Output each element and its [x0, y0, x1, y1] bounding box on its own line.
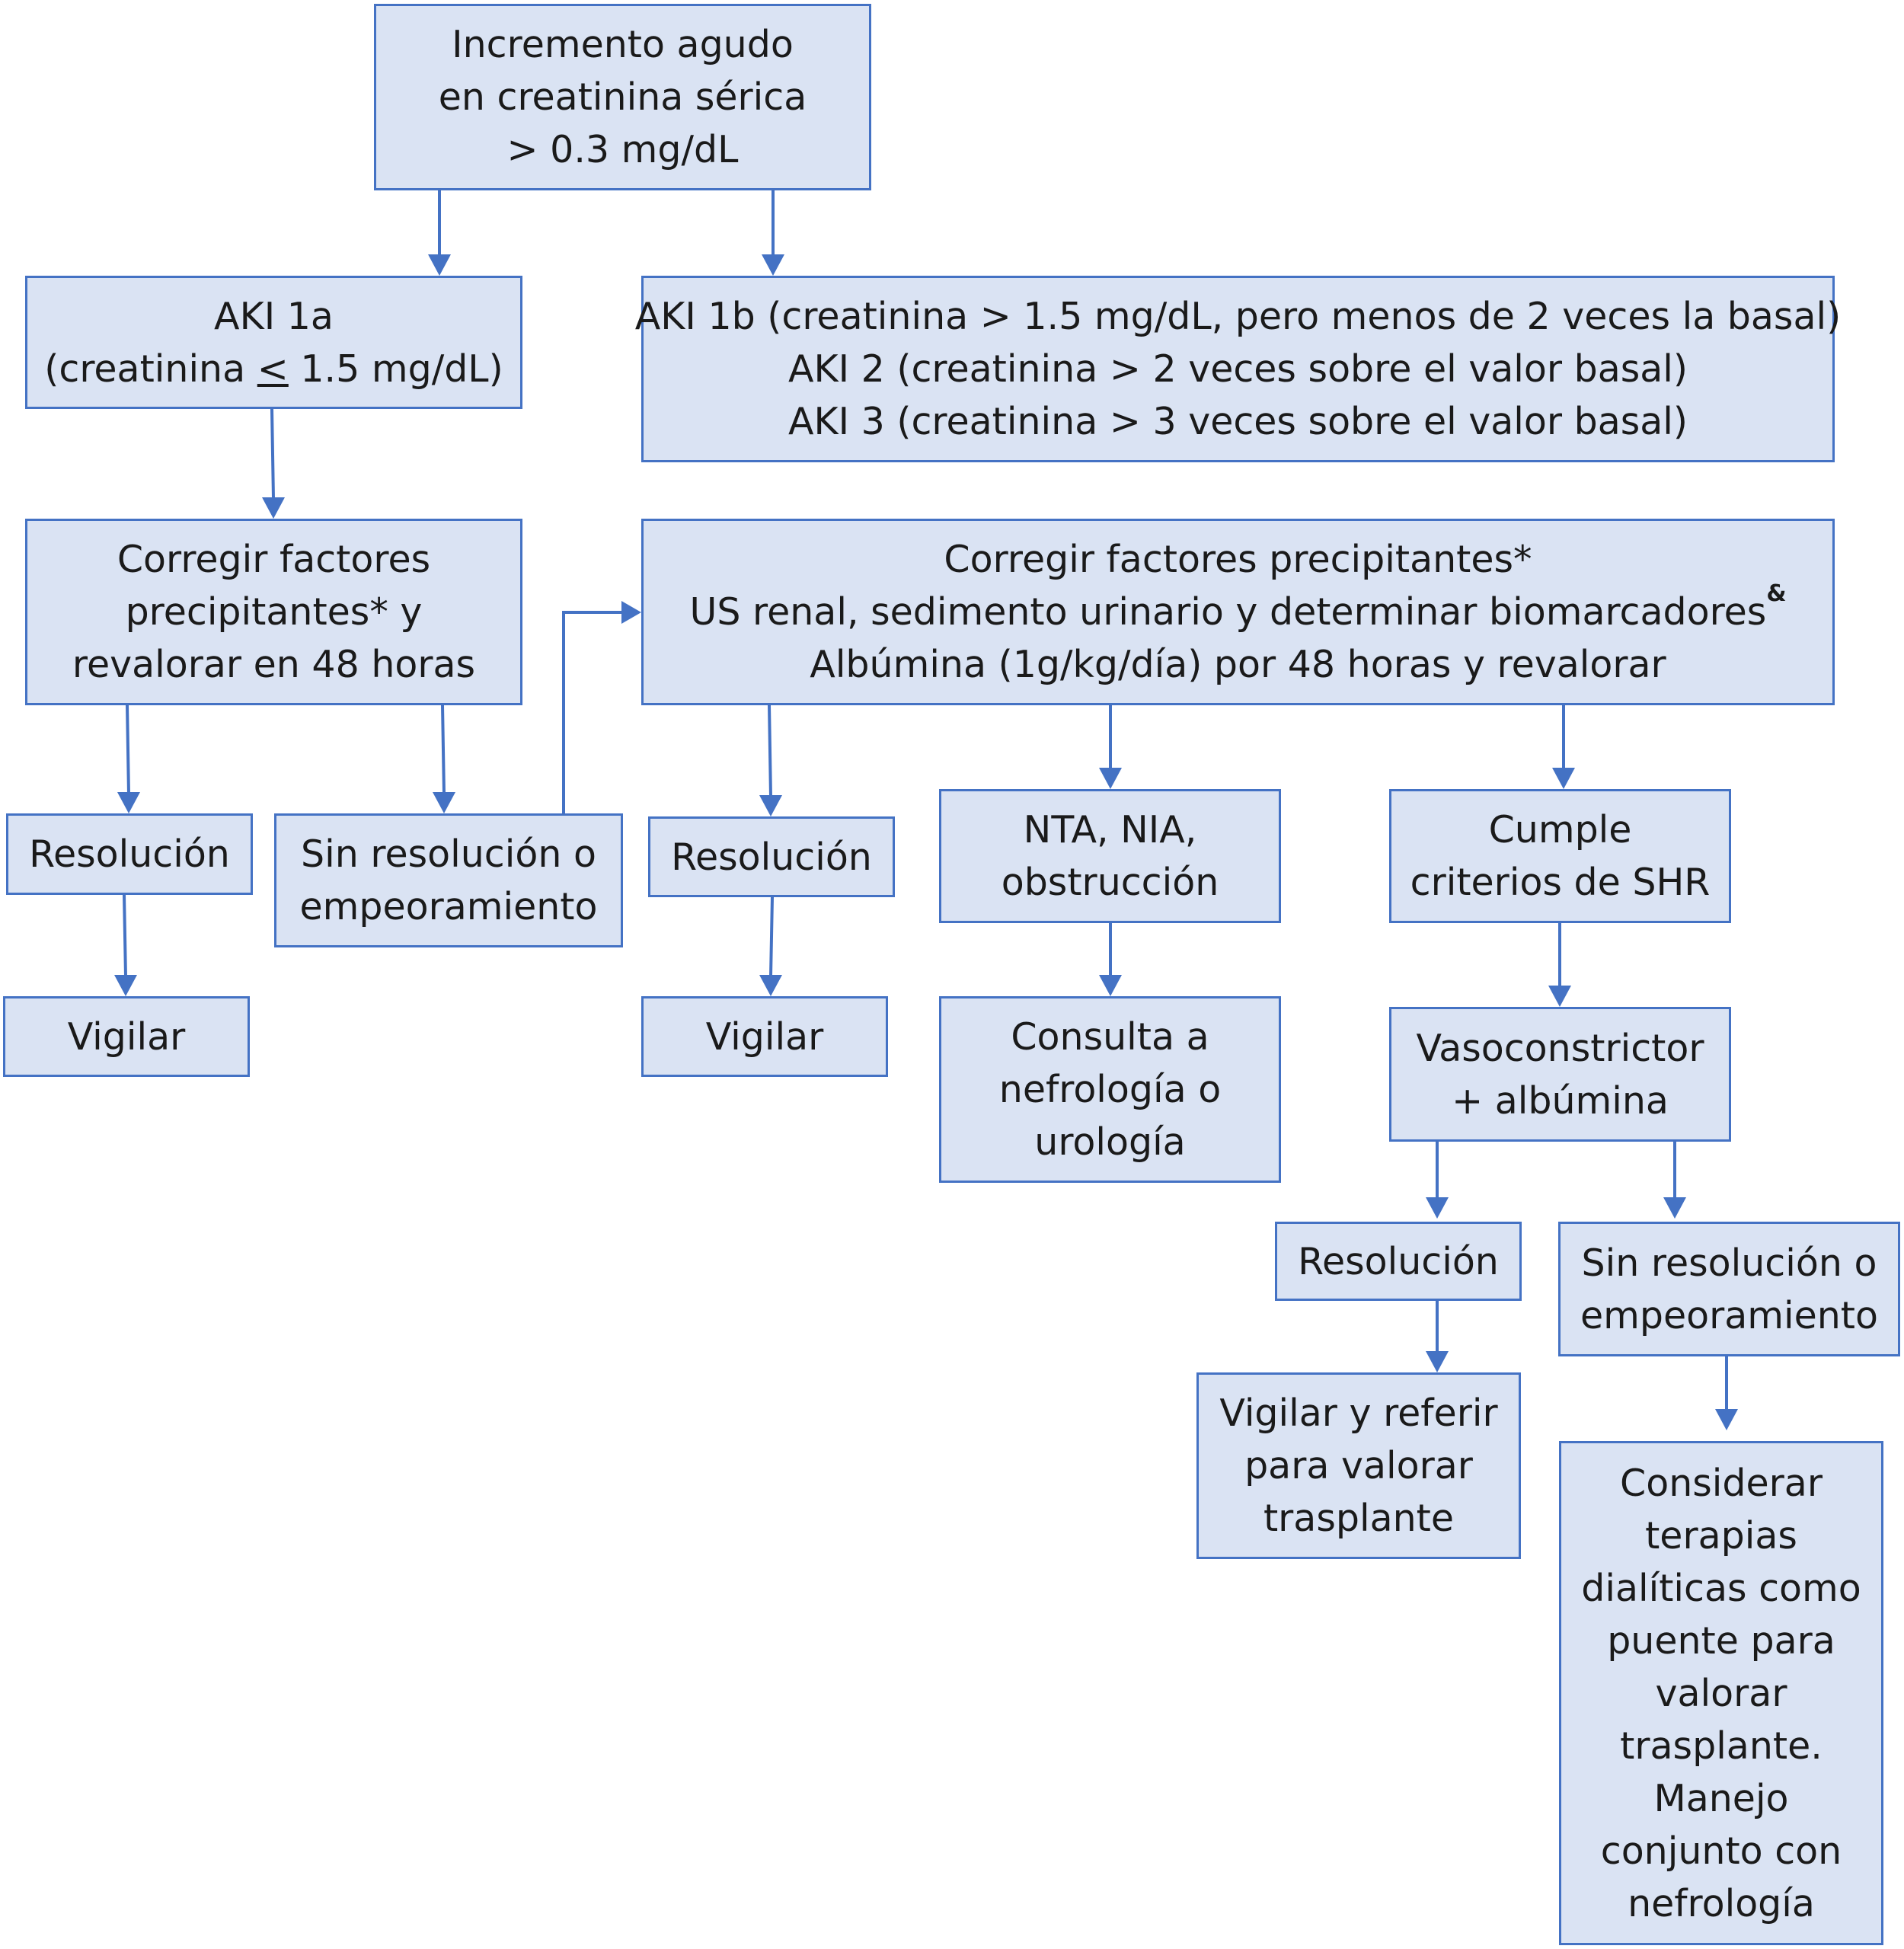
- vigilar-refer-line-1: Vigilar y referir: [1219, 1391, 1498, 1435]
- start-box: Incremento agudo en creatinina sérica > …: [374, 4, 871, 190]
- vaso-line-1: Vasoconstrictor: [1416, 1026, 1704, 1070]
- arrowhead: [433, 792, 455, 813]
- consulta-line-3: urología: [1034, 1120, 1186, 1164]
- considerar-line: dialíticas como: [1581, 1566, 1861, 1610]
- no-resolution-right-box: Sin resolución o empeoramiento: [1558, 1222, 1900, 1356]
- resolution-mid-label: Resolución: [671, 835, 872, 879]
- considerar-line: terapias: [1645, 1513, 1797, 1558]
- resolution-left-box: Resolución: [6, 813, 253, 895]
- vasoconstrictor-box: Vasoconstrictor + albúmina: [1389, 1007, 1731, 1142]
- arrowhead: [117, 792, 140, 813]
- vigilar-mid-box: Vigilar: [641, 996, 888, 1077]
- aki1a-criteria-suffix: 1.5 mg/dL): [288, 347, 503, 391]
- shr-line-1: Cumple: [1488, 808, 1632, 851]
- considerar-line: Considerar: [1620, 1461, 1823, 1505]
- consulta-line-2: nefrología o: [998, 1068, 1222, 1111]
- arrowhead: [1099, 975, 1122, 996]
- considerar-line: nefrología: [1628, 1881, 1815, 1925]
- arrowhead: [1552, 768, 1575, 789]
- resolution-mid-box: Resolución: [648, 816, 895, 897]
- less-equal-symbol: <: [257, 347, 289, 391]
- no-resolution-left-box: Sin resolución o empeoramiento: [274, 813, 623, 947]
- no-resolution-left-line-1: Sin resolución o: [301, 832, 596, 876]
- correct-left-line-3: revalorar en 48 horas: [72, 643, 476, 686]
- aki-high-box: AKI 1b (creatinina > 1.5 mg/dL, pero men…: [635, 276, 1841, 462]
- vigilar-refer-line-2: para valorar: [1244, 1444, 1473, 1487]
- arrowhead: [1663, 1197, 1686, 1219]
- arrowhead: [114, 975, 137, 996]
- vigilar-left-box: Vigilar: [3, 996, 250, 1077]
- aki2-line: AKI 2 (creatinina > 2 veces sobre el val…: [787, 347, 1688, 391]
- aki1b-line: AKI 1b (creatinina > 1.5 mg/dL, pero men…: [634, 295, 1842, 338]
- arrowhead: [262, 497, 285, 519]
- arrowhead: [759, 795, 782, 816]
- arrow-resolution-to-vigilar-left: [123, 894, 127, 977]
- correct-right-line-1: Corregir factores precipitantes*: [944, 538, 1532, 581]
- considerar-line: trasplante.: [1620, 1724, 1823, 1768]
- aki1a-criteria: (creatinina < 1.5 mg/dL): [44, 343, 503, 395]
- nta-line-1: NTA, NIA,: [1023, 808, 1197, 851]
- nta-box: NTA, NIA, obstrucción: [939, 789, 1281, 923]
- correct-right-line-3: Albúmina (1g/kg/día) por 48 horas y reva…: [810, 643, 1666, 686]
- aki1a-box: AKI 1a (creatinina < 1.5 mg/dL): [25, 276, 522, 409]
- arrowhead: [621, 601, 641, 624]
- consulta-box: Consulta a nefrología o urología: [939, 996, 1281, 1183]
- vigilar-refer-box: Vigilar y referir para valorar trasplant…: [1196, 1372, 1521, 1559]
- arrowhead: [1099, 768, 1122, 789]
- correct-right-line-2-text: US renal, sedimento urinario y determina…: [689, 590, 1767, 634]
- correct-left-line-1: Corregir factores: [117, 538, 431, 581]
- aki1a-title: AKI 1a: [214, 294, 334, 338]
- considerar-line: Manejo: [1653, 1776, 1789, 1820]
- resolution-left-label: Resolución: [29, 832, 230, 876]
- start-line-1: Incremento agudo: [452, 23, 794, 66]
- correct-left-line-2: precipitantes* y: [125, 590, 423, 634]
- vigilar-mid-label: Vigilar: [705, 1014, 824, 1059]
- shr-criteria-box: Cumple criterios de SHR: [1389, 789, 1731, 923]
- arrow-correct-right-to-resolution-mid: [768, 705, 772, 797]
- correct-right-box: Corregir factores precipitantes* US rena…: [641, 519, 1835, 705]
- vigilar-refer-line-3: trasplante: [1263, 1497, 1455, 1540]
- ampersand-footnote-mark: &: [1766, 580, 1787, 607]
- arrow-resolution-mid-to-vigilar-mid: [769, 896, 774, 977]
- vaso-line-2: + albúmina: [1452, 1078, 1669, 1123]
- shr-line-2: criterios de SHR: [1410, 861, 1711, 904]
- arrowhead: [428, 254, 451, 276]
- arrow-correct-left-to-no-resolution: [441, 705, 446, 794]
- correct-left-box: Corregir factores precipitantes* y reval…: [25, 519, 522, 705]
- arrowhead: [1426, 1351, 1449, 1372]
- no-resolution-left-line-2: empeoramiento: [299, 885, 598, 928]
- arrowhead: [1548, 986, 1571, 1007]
- considerar-line: conjunto con: [1600, 1829, 1842, 1873]
- start-line-3: > 0.3 mg/dL: [506, 128, 739, 171]
- arrow-no-resolution-to-correct-right: [562, 611, 623, 813]
- consulta-line-1: Consulta a: [1011, 1015, 1209, 1059]
- arrow-correct-left-to-resolution: [126, 705, 130, 794]
- arrowhead: [759, 975, 782, 996]
- arrowhead: [762, 254, 784, 276]
- start-line-2: en creatinina sérica: [438, 75, 807, 119]
- arrowhead: [1426, 1197, 1449, 1219]
- no-resolution-right-line-2: empeoramiento: [1580, 1293, 1879, 1337]
- considerar-line: puente para: [1607, 1618, 1835, 1663]
- resolution-right-box: Resolución: [1275, 1222, 1522, 1301]
- aki1a-criteria-prefix: (creatinina: [44, 347, 257, 391]
- vigilar-left-label: Vigilar: [67, 1014, 186, 1059]
- considerar-line: valorar: [1655, 1671, 1787, 1715]
- correct-right-line-2: US renal, sedimento urinario y determina…: [689, 582, 1786, 638]
- arrowhead: [1715, 1409, 1738, 1430]
- considerar-box: Considerar terapias dialíticas como puen…: [1559, 1441, 1883, 1945]
- arrow-aki1a-to-correct-left: [270, 408, 275, 500]
- no-resolution-right-line-1: Sin resolución o: [1581, 1241, 1877, 1285]
- aki3-line: AKI 3 (creatinina > 3 veces sobre el val…: [787, 400, 1688, 443]
- nta-line-2: obstrucción: [1001, 861, 1219, 904]
- resolution-right-label: Resolución: [1298, 1239, 1499, 1283]
